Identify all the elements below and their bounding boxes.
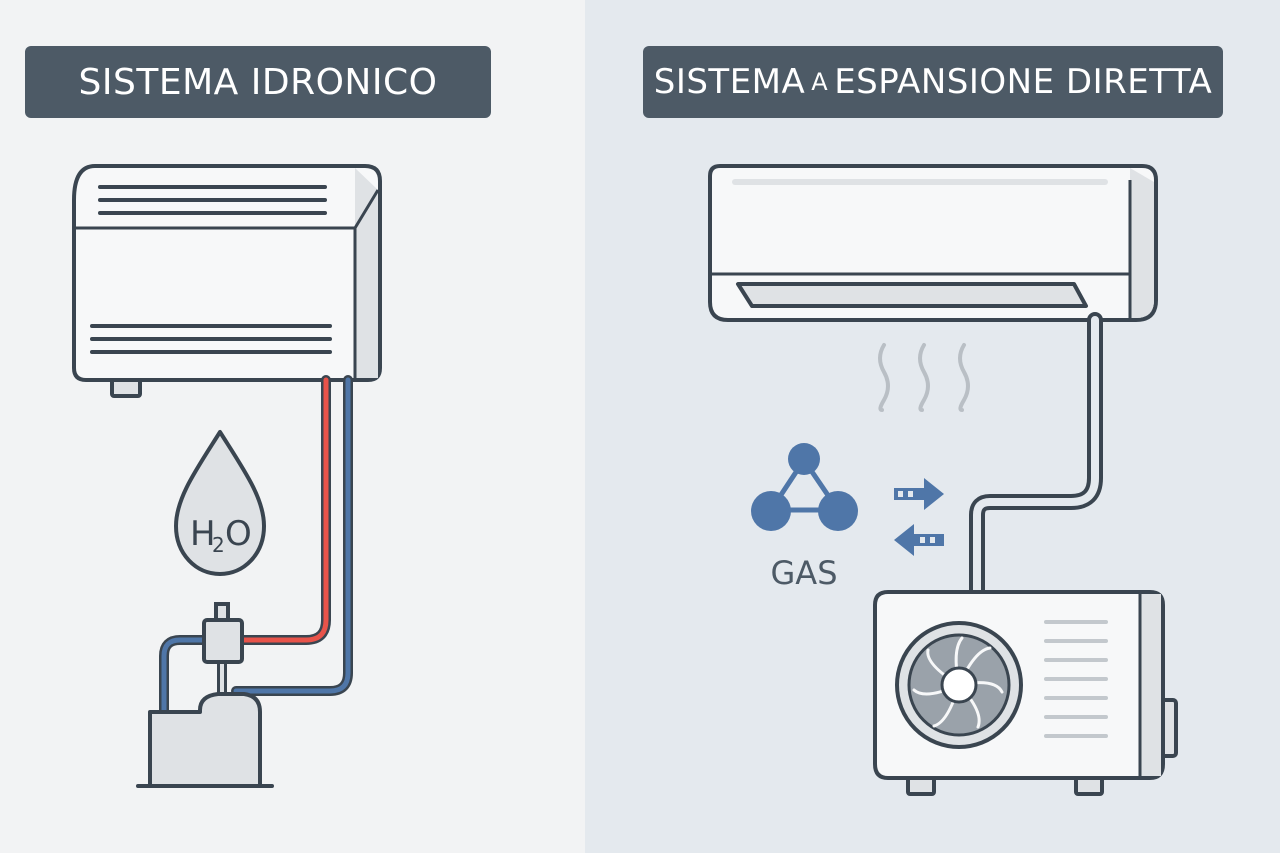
cold-water-pipe xyxy=(233,377,351,694)
water-drop-icon: H 2 O xyxy=(174,430,266,576)
water-label-o: O xyxy=(225,514,252,554)
hot-water-pipe xyxy=(239,377,329,643)
fan-coil-bottom-vents xyxy=(90,324,332,354)
pump-icon xyxy=(136,692,274,788)
fan-coil-foot xyxy=(110,378,142,398)
water-label-2: 2 xyxy=(212,533,225,557)
water-label-h: H xyxy=(190,514,216,554)
direct-expansion-title-part3: ESPANSIONE DIRETTA xyxy=(834,62,1213,102)
airflow-icon xyxy=(878,343,970,412)
outdoor-unit xyxy=(873,590,1178,796)
direct-expansion-title: SISTEMA A ESPANSIONE DIRETTA xyxy=(643,46,1223,118)
fan-icon xyxy=(895,621,1023,749)
split-louver xyxy=(736,282,1088,308)
gas-molecule-icon xyxy=(751,443,858,531)
gas-label: GAS xyxy=(771,554,838,592)
direct-expansion-title-part2: A xyxy=(811,68,829,96)
arrow-left-icon xyxy=(894,524,944,556)
fan-coil-unit xyxy=(72,164,382,398)
hydronic-title: SISTEMA IDRONICO xyxy=(25,46,491,118)
cold-return-pipe xyxy=(161,637,208,715)
split-indoor-unit xyxy=(708,164,1158,322)
hydronic-title-text: SISTEMA IDRONICO xyxy=(78,61,438,103)
arrow-right-icon xyxy=(894,478,944,510)
fan-coil-top-vents xyxy=(98,185,327,215)
refrigerant-pipe xyxy=(969,312,1103,600)
hydronic-panel xyxy=(0,0,585,853)
hydronic-pipes xyxy=(159,375,353,717)
direct-expansion-title-part1: SISTEMA xyxy=(653,62,806,102)
outdoor-unit-grille xyxy=(1044,620,1108,738)
valve-icon xyxy=(202,602,244,664)
exchange-arrows-icon xyxy=(894,478,944,556)
